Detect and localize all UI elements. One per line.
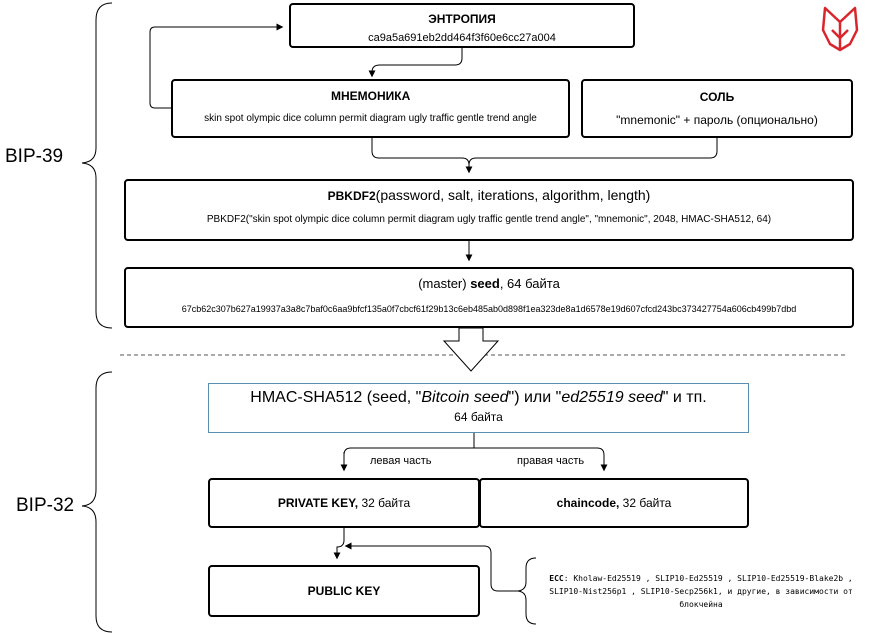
- hmac-italic1: Bitcoin seed: [421, 389, 509, 406]
- seed-box: (master) seed, 64 байта 67cb62c307b627a1…: [124, 267, 854, 328]
- salt-box: СОЛЬ "mnemonic" + пароль (опционально): [581, 79, 853, 138]
- hmac-formula: HMAC-SHA512 (seed, "Bitcoin seed") или "…: [209, 389, 748, 407]
- bip39-label: BIP-39: [5, 146, 64, 167]
- seed-bold: seed: [470, 276, 500, 291]
- public-key-title: PUBLIC KEY: [307, 584, 381, 598]
- private-key-box: PRIVATE KEY, 32 байта: [208, 478, 480, 528]
- mnemonic-to-pbkdf2: [371, 138, 473, 174]
- pbkdf2-title-bold: PBKDF2: [327, 189, 376, 203]
- chaincode-bold: chaincode,: [556, 496, 620, 510]
- hmac-size: 64 байта: [454, 410, 503, 424]
- hmac-italic2: ed25519 seed: [561, 389, 663, 406]
- hmac-part1: HMAC-SHA512 (seed, ": [250, 389, 422, 406]
- private-key-size: 32 байта: [358, 496, 411, 510]
- entropy-to-mnemonic-arrow: [368, 48, 463, 78]
- fox-logo-icon: [821, 6, 859, 52]
- seed-title: (master) seed, 64 байта: [126, 276, 852, 291]
- ecc-brace: [517, 557, 537, 625]
- mnemonic-value: skin spot olympic dice column permit dia…: [204, 113, 537, 124]
- big-down-arrow: [442, 327, 500, 372]
- seed-prefix: (master): [418, 276, 471, 291]
- ecc-note-label: ECC: [549, 574, 564, 583]
- ecc-to-public-arrow: [344, 542, 518, 592]
- seed-value: 67cb62c307b627a19937a3a8c7baf0c6aa9bfcf1…: [181, 304, 797, 314]
- hmac-part3: " и тп.: [662, 389, 707, 406]
- salt-value: "mnemonic" + пароль (опционально): [616, 113, 818, 127]
- mnemonic-to-entropy-loop: [149, 23, 284, 109]
- pbkdf2-call: PBKDF2("skin spot olympic dice column pe…: [206, 214, 772, 225]
- edge-label-left: левая часть: [368, 455, 434, 467]
- pbkdf2-box: PBKDF2(password, salt, iterations, algor…: [124, 179, 854, 241]
- ecc-note-text: : Kholaw-Ed25519 , SLIP10-Ed25519 , SLIP…: [549, 574, 853, 609]
- chaincode-box: chaincode, 32 байта: [479, 478, 749, 528]
- private-key-bold: PRIVATE KEY,: [277, 496, 359, 510]
- edge-label-right: правая часть: [515, 455, 587, 467]
- entropy-box: ЭНТРОПИЯ ca9a5a691eb2dd464f3f60e6cc27a00…: [289, 3, 635, 48]
- pbkdf2-title: PBKDF2(password, salt, iterations, algor…: [126, 187, 852, 203]
- salt-title: СОЛЬ: [699, 90, 735, 104]
- private-to-public-arrow: [333, 528, 345, 560]
- mnemonic-box: МНЕМОНИКА skin spot olympic dice column …: [171, 79, 570, 138]
- pbkdf2-title-rest: (password, salt, iterations, algorithm, …: [375, 187, 651, 203]
- hmac-part2: ") или ": [508, 389, 562, 406]
- private-key-label: PRIVATE KEY, 32 байта: [210, 496, 478, 510]
- chaincode-label: chaincode, 32 байта: [481, 496, 747, 510]
- bip32-brace: [81, 371, 113, 633]
- entropy-value: ca9a5a691eb2dd464f3f60e6cc27a004: [368, 32, 556, 44]
- bip32-label: BIP-32: [16, 495, 75, 516]
- public-key-box: PUBLIC KEY: [208, 565, 480, 617]
- mnemonic-title: МНЕМОНИКА: [331, 89, 411, 103]
- bip39-brace: [81, 2, 113, 329]
- seed-size: , 64 байта: [499, 276, 560, 291]
- chaincode-size: 32 байта: [619, 496, 672, 510]
- hmac-box: HMAC-SHA512 (seed, "Bitcoin seed") или "…: [208, 383, 749, 433]
- salt-to-pbkdf2: [468, 138, 718, 166]
- ecc-note: ECC: Kholaw-Ed25519 , SLIP10-Ed25519 , S…: [540, 572, 862, 611]
- entropy-title: ЭНТРОПИЯ: [428, 12, 496, 26]
